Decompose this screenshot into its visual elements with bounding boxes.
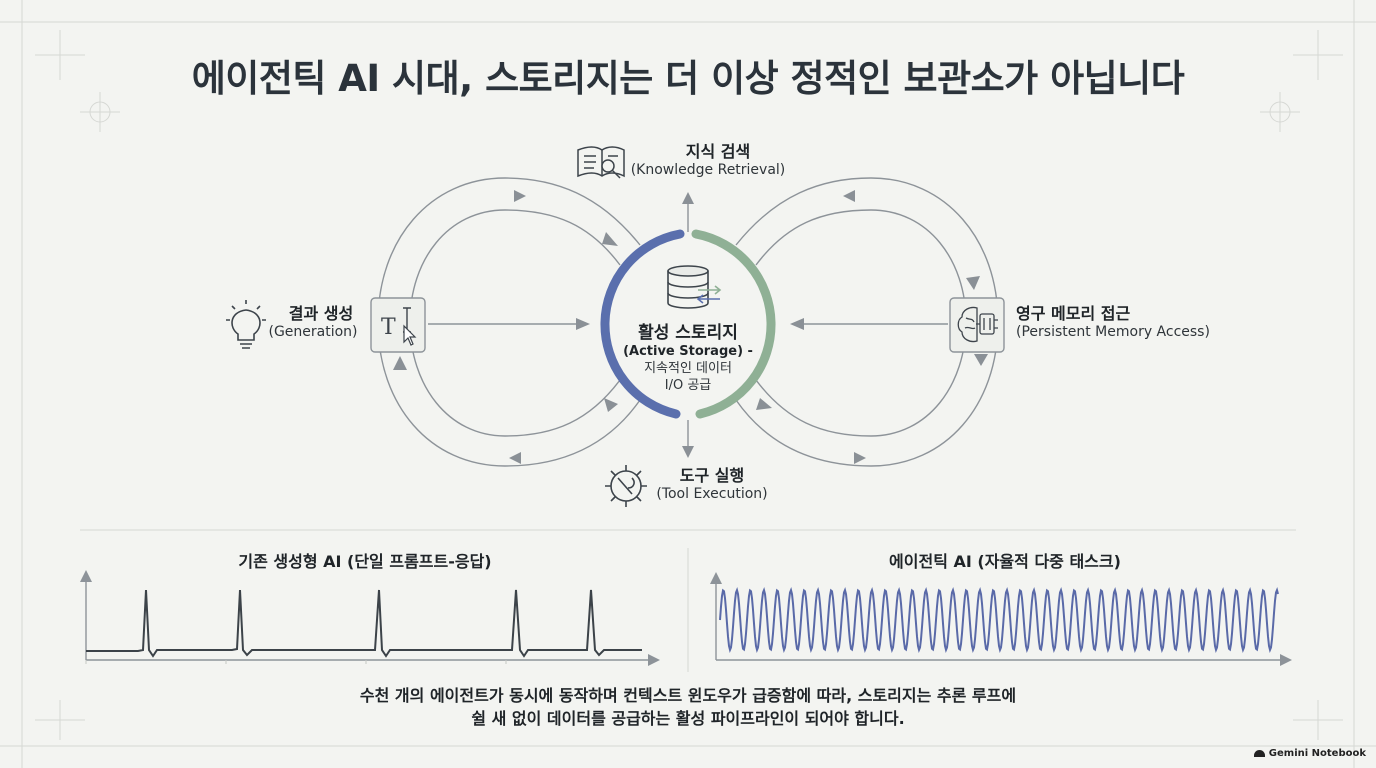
loop-arrows (393, 190, 988, 464)
active-storage-ko: 활성 스토리지 (638, 323, 738, 343)
book-search-icon (577, 146, 625, 179)
active-storage-label: 활성 스토리지 (Active Storage) - 지속적인 데이터 I/O … (600, 322, 776, 395)
node-knowledge-retrieval: 지식 검색 (Knowledge Retrieval) (608, 142, 808, 180)
left-chart-title: 기존 생성형 AI (단일 프롬프트-응답) (238, 552, 492, 571)
node-generation-en: (Generation) (268, 324, 358, 340)
node-knowledge-retrieval-ko: 지식 검색 (685, 142, 751, 161)
right-chart-title: 에이전틱 AI (자율적 다중 태스크) (889, 552, 1121, 571)
active-storage-ring (600, 229, 776, 419)
agentic-ai-chart (710, 572, 1292, 666)
active-storage-sub2: I/O 공급 (664, 377, 712, 393)
text-cursor-icon: T (381, 315, 396, 340)
brand-name: Gemini Notebook (1268, 748, 1366, 759)
database-icon (667, 265, 722, 309)
traditional-ai-chart (80, 570, 660, 666)
active-storage-en: (Active Storage) - (623, 344, 753, 360)
node-persistent-memory: 영구 메모리 접근 (Persistent Memory Access) (1016, 304, 1230, 342)
gear-wrench-icon (605, 465, 647, 507)
page-title: 에이전틱 AI 시대, 스토리지는 더 이상 정적인 보관소가 아닙니다 (191, 57, 1185, 100)
lightbulb-icon (226, 300, 266, 349)
left-chart-signal (86, 589, 642, 658)
node-knowledge-retrieval-en: (Knowledge Retrieval) (630, 162, 786, 178)
node-generation-ko: 결과 생성 (288, 304, 354, 323)
node-persistent-memory-ko: 영구 메모리 접근 (1016, 304, 1131, 323)
text-cursor-box: T (370, 297, 426, 353)
node-tool-execution-ko: 도구 실행 (679, 466, 745, 485)
brain-circuit-box (949, 297, 1005, 353)
active-storage-sub1: 지속적인 데이터 (644, 360, 732, 376)
input-arrows (428, 192, 948, 458)
brand-logo-icon (1253, 750, 1265, 757)
caption-line-1: 수천 개의 에이전트가 동시에 동작하며 컨텍스트 윈도우가 급증함에 따라, … (359, 686, 1017, 705)
caption-line-2: 쉴 새 없이 데이터를 공급하는 활성 파이프라인이 되어야 합니다. (471, 709, 905, 729)
right-chart-signal (719, 586, 1279, 654)
brain-circuit-icon (957, 306, 998, 343)
brand-badge: Gemini Notebook (1253, 748, 1366, 759)
node-persistent-memory-en: (Persistent Memory Access) (1016, 324, 1210, 340)
node-tool-execution-en: (Tool Execution) (656, 486, 768, 502)
node-generation: 결과 생성 (Generation) (258, 304, 368, 342)
node-tool-execution: 도구 실행 (Tool Execution) (648, 466, 776, 504)
caption: 수천 개의 에이전트가 동시에 동작하며 컨텍스트 윈도우가 급증함에 따라, … (0, 684, 1376, 730)
